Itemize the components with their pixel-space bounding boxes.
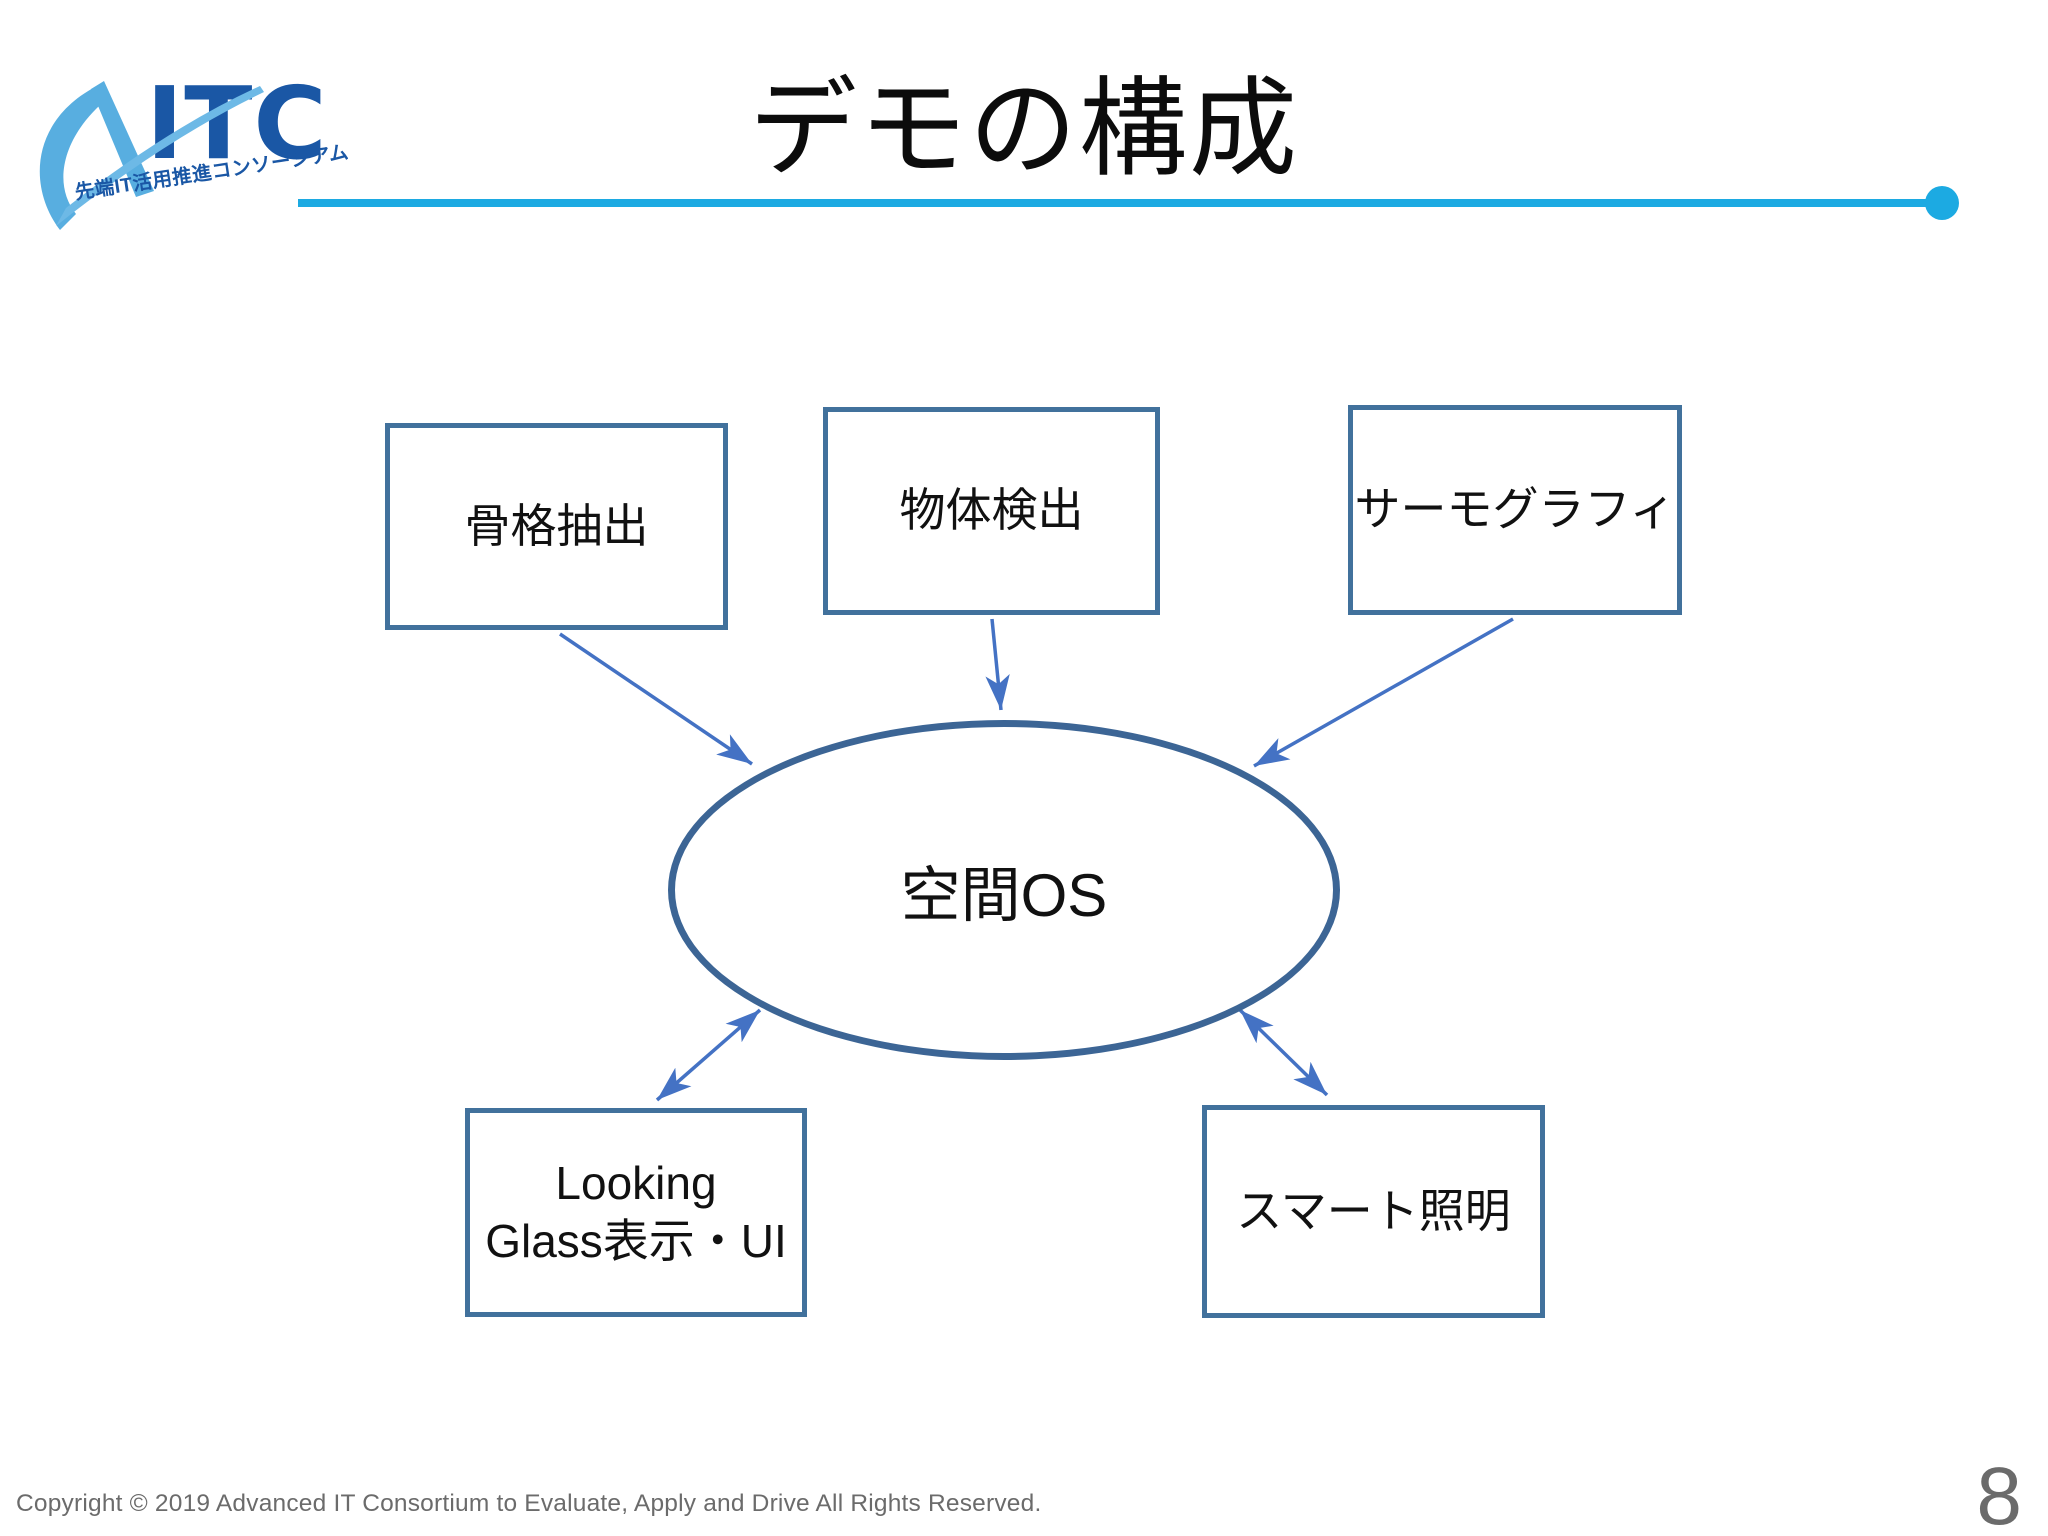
node-box-looking-glass-ui: Looking Glass表示・UI — [465, 1108, 807, 1317]
node-label-smart-lighting: スマート照明 — [1236, 1184, 1511, 1237]
node-box-smart-lighting: スマート照明 — [1202, 1105, 1545, 1318]
arrow-skeleton-to-center — [559, 632, 753, 766]
node-label-looking-glass-ui: Looking Glass表示・UI — [485, 1157, 787, 1267]
footer-copyright: Copyright © 2019 Advanced IT Consortium … — [16, 1490, 1042, 1517]
node-box-object-detection: 物体検出 — [823, 407, 1160, 615]
center-node-label: 空間OS — [900, 861, 1108, 929]
logo-a-right-leg-icon — [91, 81, 154, 197]
page-number: 8 — [1976, 1451, 2022, 1536]
arrow-object-detection-to-center — [985, 618, 1010, 711]
node-label-thermography: サーモグラフィ — [1354, 483, 1676, 536]
logo-thin-swoosh-icon — [56, 86, 264, 226]
arrow-center-looking-glass-bidirectional — [655, 1008, 762, 1102]
center-node-ellipse: 空間OS — [668, 720, 1340, 1060]
aitc-logo: ITC 先端IT活用推進コンソーシアム — [39, 65, 348, 230]
node-label-object-detection: 物体検出 — [899, 484, 1084, 537]
title-accent-dot-icon — [1925, 186, 1959, 220]
node-box-skeleton-extraction: 骨格抽出 — [385, 423, 728, 630]
node-box-thermography: サーモグラフィ — [1348, 405, 1682, 615]
node-label-skeleton-extraction: 骨格抽出 — [464, 499, 649, 552]
logo-letters: ITC — [146, 65, 328, 182]
arrow-thermography-to-center — [1253, 617, 1514, 768]
arrow-center-smart-lighting-bidirectional — [1238, 1008, 1329, 1097]
page-title: デモの構成 — [748, 68, 1299, 189]
logo-crescent-swoosh-icon — [39, 87, 108, 230]
title-accent-line — [298, 199, 1945, 207]
